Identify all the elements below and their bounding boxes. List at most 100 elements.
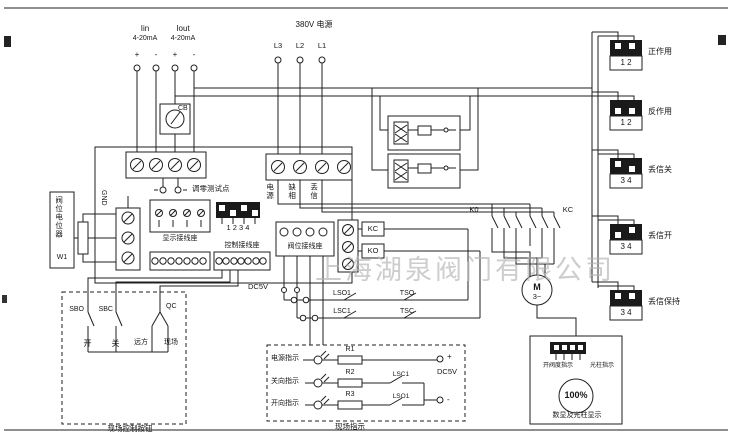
power-indication-label: 电源指示 <box>271 355 299 362</box>
top-bus-wires <box>175 31 635 290</box>
phase-l3: L3 <box>273 41 283 50</box>
dip-label-reverse: 反作用 <box>648 107 672 116</box>
status-power: 电源 <box>265 183 275 200</box>
iin-range: 4-20mA <box>132 35 158 42</box>
dip-label-loss-open: 丢信开 <box>648 231 672 240</box>
control-dip-block <box>213 202 271 271</box>
dip-switch-5 <box>609 290 643 321</box>
percent-dial-circle <box>558 378 594 414</box>
lsc1-switch-label: LSC1 <box>392 371 410 378</box>
close-label: 关 <box>111 339 120 348</box>
r3-label: R3 <box>345 391 355 398</box>
iout-range: 4-20mA <box>170 35 196 42</box>
lsc1-label: LSC1 <box>333 308 351 315</box>
dip-pins: 3 4 <box>620 242 632 251</box>
dip-pins: 1 2 <box>620 58 632 67</box>
scan-artifact <box>718 35 726 45</box>
motor-m-label: M <box>533 282 541 292</box>
iin-label: Iin <box>140 24 150 33</box>
open-indication-label: 开向指示 <box>271 400 299 407</box>
dip-pins: 3 4 <box>620 176 632 185</box>
zero-test-label: 调零测试点 <box>192 184 230 193</box>
dip-label-loss-hold: 丢信保持 <box>648 297 680 306</box>
minus-label: - <box>447 395 450 404</box>
sbo-label: SBO <box>69 306 84 313</box>
pot-label: 阀位电位器 <box>54 196 64 239</box>
r1-label: R1 <box>345 346 355 353</box>
dip-switch-4 <box>609 224 643 255</box>
position-terminal-block <box>275 221 335 345</box>
terminal-screws <box>271 160 351 174</box>
field-indication-box <box>266 344 466 422</box>
page-border <box>2 7 728 431</box>
motor-phase-label: 3~ <box>532 292 542 301</box>
display-head-caption: 数显及光柱显示 <box>552 412 602 419</box>
field-control-box <box>61 270 239 425</box>
phase-l2: L2 <box>295 41 305 50</box>
qc-label: QC <box>166 303 177 310</box>
pot-id: W1 <box>56 254 68 261</box>
dip-label-forward: 正作用 <box>648 47 672 56</box>
dip-label-loss-close: 丢信关 <box>648 165 672 174</box>
dip-pins: 1 2 <box>620 118 632 127</box>
scan-artifact <box>2 295 7 303</box>
contactor-poles <box>491 204 561 246</box>
close-indication-label: 关向指示 <box>271 378 299 385</box>
iout-label: Iout <box>176 24 190 33</box>
power-input-section <box>265 56 353 181</box>
terminal-screws <box>121 211 135 265</box>
display-head-box <box>529 335 623 425</box>
cb-label: CB <box>178 105 188 112</box>
zero-test-points <box>154 178 187 194</box>
dc5v-label: DC5V <box>248 282 269 291</box>
signal-input-section <box>125 64 207 194</box>
sbc-label: SBC <box>98 306 113 313</box>
potentiometer-symbol <box>77 221 89 255</box>
light-column-label: 光柱指示 <box>589 363 614 369</box>
display-block-label: 显示接线座 <box>162 235 198 242</box>
kc-ko-block <box>337 219 480 273</box>
position-block-label: 阀位接线座 <box>287 243 323 250</box>
dip-pins: 3 4 <box>620 308 632 317</box>
lso1-switch-label: LSO1 <box>392 393 410 400</box>
scan-artifact <box>4 36 11 47</box>
dip-switch-2 <box>609 100 643 131</box>
status-signal-loss: 丢信 <box>309 183 319 200</box>
percent-value: 100% <box>564 390 588 400</box>
tsc-label: TSC <box>400 308 414 315</box>
relay-units <box>371 88 479 189</box>
r2-label: R2 <box>345 369 355 376</box>
phase-l1: L1 <box>317 41 327 50</box>
contactor-kc-label: KC <box>562 205 574 214</box>
opening-indication-label: 开阀度指示 <box>542 363 573 369</box>
lso1-label: LSO1 <box>333 290 351 297</box>
terminal-screws <box>130 158 201 172</box>
field-indication-caption: 现场指示 <box>335 422 365 431</box>
limit-switch-rows <box>284 229 481 322</box>
power-title: 380V 电源 <box>295 20 333 29</box>
gnd-label: GND <box>100 190 108 206</box>
remote-label: 远方 <box>134 339 148 346</box>
main-board-outline <box>94 146 353 284</box>
control-block-label: 控制接线座 <box>224 242 260 249</box>
open-label: 开 <box>83 339 92 348</box>
plus-label: + <box>447 352 452 361</box>
kc-coil-label: KC <box>367 224 379 233</box>
tso-label: TSO <box>399 290 415 297</box>
polarity-minus: - <box>154 50 158 59</box>
polarity-plus: + <box>134 50 140 59</box>
ko-coil-label: KO <box>367 246 379 255</box>
dip-switch-1 <box>609 40 643 71</box>
polarity-minus: - <box>192 50 196 59</box>
contactor-k0-label: K0 <box>469 205 479 214</box>
status-phase-loss: 缺相 <box>287 183 297 200</box>
display-settings-block <box>149 199 211 271</box>
local-label: 现场 <box>164 339 178 346</box>
polarity-plus: + <box>172 50 178 59</box>
control-dip-pins: 1 2 3 4 <box>226 223 250 232</box>
dip-switch-3 <box>609 158 643 189</box>
valve-potentiometer-section <box>49 191 141 271</box>
dc5v-right-label: DC5V <box>436 367 457 376</box>
